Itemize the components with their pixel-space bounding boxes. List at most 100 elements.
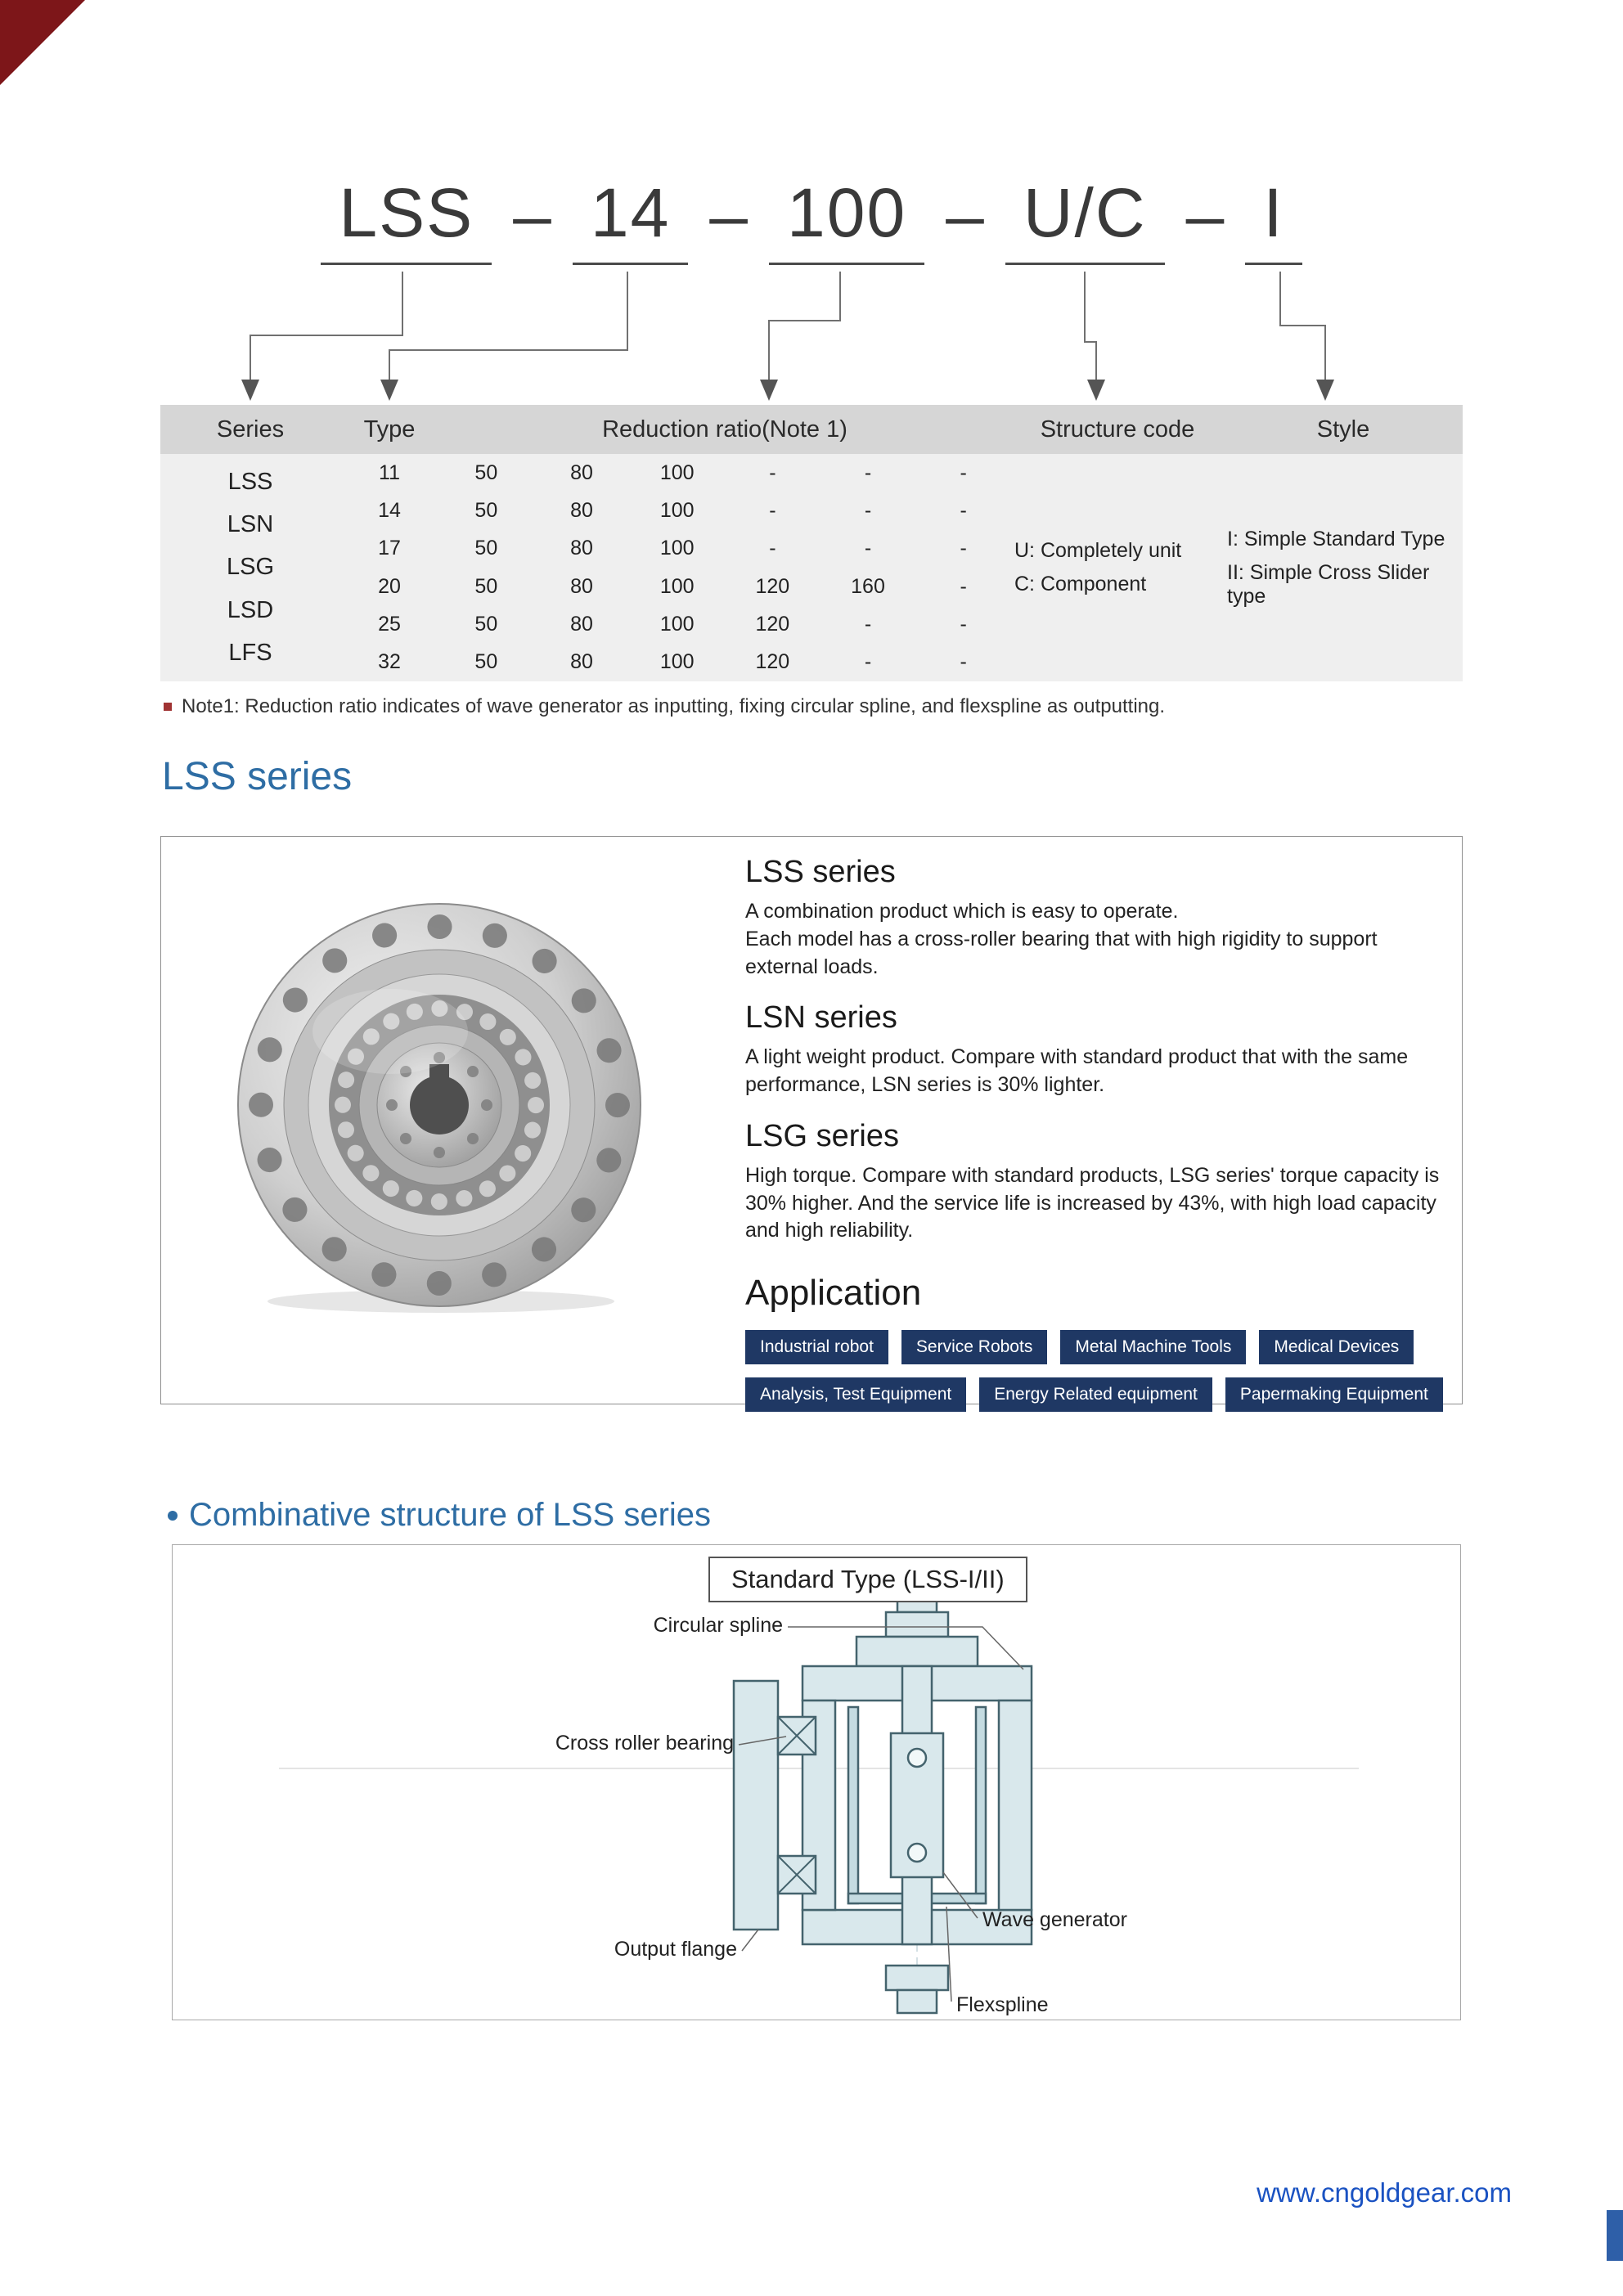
table-row: 25 50 80 100 120 - - bbox=[340, 605, 1011, 643]
model-separator: – bbox=[1185, 177, 1225, 254]
header-type: Type bbox=[363, 416, 416, 443]
structure-code-line: C: Component bbox=[1014, 573, 1147, 595]
application-tag: Medical Devices bbox=[1259, 1330, 1414, 1364]
ratio-cell: - bbox=[960, 650, 967, 674]
model-separator: – bbox=[946, 177, 984, 254]
ratio-cell: - bbox=[864, 461, 872, 484]
type-cell: 17 bbox=[378, 537, 401, 560]
type-cell: 25 bbox=[378, 612, 401, 636]
section-heading-combinative: Combinative structure of LSS series bbox=[168, 1497, 711, 1534]
ratio-cell: - bbox=[864, 537, 872, 560]
series-label: LSG bbox=[226, 554, 275, 581]
ratio-cell: 80 bbox=[570, 612, 593, 636]
table-row: 11 50 80 100 - - - bbox=[340, 454, 1011, 492]
structure-code-line: U: Completely unit bbox=[1014, 539, 1182, 562]
leader-output-flange bbox=[741, 1929, 759, 1952]
series-overview-box: LSS series A combination product which i… bbox=[160, 836, 1463, 1412]
model-separator: – bbox=[709, 177, 749, 254]
application-tag: Analysis, Test Equipment bbox=[745, 1377, 967, 1412]
model-code-title: LSS – 14 – 100 – U/C – I bbox=[0, 173, 1623, 265]
lsg-series-title: LSG series bbox=[745, 1118, 899, 1153]
ratio-cell: 80 bbox=[570, 498, 593, 522]
combinative-heading-text: Combinative structure of LSS series bbox=[189, 1497, 712, 1533]
lsg-series-text: High torque. Compare with standard produ… bbox=[745, 1163, 1440, 1242]
table-row: 14 50 80 100 - - - bbox=[340, 492, 1011, 529]
ratio-cell: 80 bbox=[570, 574, 593, 598]
type-cell: 11 bbox=[379, 461, 400, 484]
table-row: 32 50 80 100 120 - - bbox=[340, 644, 1011, 681]
leader-flexspline bbox=[946, 1906, 952, 2002]
application-tag: Papermaking Equipment bbox=[1225, 1377, 1443, 1412]
application-tag: Service Robots bbox=[901, 1330, 1048, 1364]
model-reference-table: Series Type Reduction ratio(Note 1) Stru… bbox=[160, 405, 1463, 681]
model-segment-type: 14 bbox=[572, 173, 689, 265]
ratio-cell: 80 bbox=[570, 461, 593, 484]
table-row: 17 50 80 100 - - - bbox=[340, 530, 1011, 568]
table-header-row: Series Type Reduction ratio(Note 1) Stru… bbox=[160, 405, 1463, 454]
label-output-flange: Output flange bbox=[614, 1938, 737, 1961]
note-bullet-icon bbox=[164, 703, 172, 711]
section-heading-lss-series: LSS series bbox=[162, 755, 353, 798]
model-segment-series: LSS bbox=[321, 173, 492, 265]
ratio-cell: 50 bbox=[474, 650, 498, 674]
style-cell: I: Simple Standard Type II: Simple Cross… bbox=[1224, 454, 1463, 681]
lss-series-text: A combination product which is easy to o… bbox=[745, 900, 1378, 978]
application-title: Application bbox=[745, 1273, 922, 1313]
application-tag: Industrial robot bbox=[745, 1330, 888, 1364]
lsn-series-title: LSN series bbox=[745, 1000, 897, 1036]
ratio-cell: 100 bbox=[659, 461, 695, 484]
ratio-cell: 50 bbox=[474, 537, 498, 560]
series-column: LSS LSN LSG LSD LFS bbox=[160, 454, 340, 681]
diagram-title: Standard Type (LSS-I/II) bbox=[708, 1557, 1027, 1602]
table-body: LSS LSN LSG LSD LFS 11 50 80 100 - - - 1… bbox=[160, 454, 1463, 681]
arrow-ratio-icon bbox=[760, 380, 778, 401]
ratio-cell: - bbox=[864, 650, 872, 674]
series-label: LSS bbox=[227, 468, 273, 495]
application-tag: Metal Machine Tools bbox=[1060, 1330, 1247, 1364]
application-tags-row-2: Analysis, Test Equipment Energy Related … bbox=[745, 1377, 1454, 1412]
label-flexspline: Flexspline bbox=[956, 1993, 1049, 2016]
header-reduction-ratio: Reduction ratio(Note 1) bbox=[602, 416, 847, 443]
ratio-cell: 100 bbox=[659, 498, 695, 522]
ratio-cell: - bbox=[769, 498, 776, 522]
ratio-cell: 80 bbox=[570, 537, 593, 560]
ratio-cell: 100 bbox=[659, 537, 695, 560]
ratio-cell: 80 bbox=[570, 650, 593, 674]
label-circular-spline: Circular spline bbox=[654, 1614, 783, 1637]
structure-code-cell: U: Completely unit C: Component bbox=[1011, 454, 1224, 681]
corner-decoration bbox=[0, 0, 85, 85]
type-cell: 14 bbox=[378, 498, 401, 522]
ratio-cell: 50 bbox=[474, 461, 498, 484]
leader-cross-roller-bearing bbox=[738, 1736, 787, 1746]
connector-arrows bbox=[241, 272, 1334, 401]
ratio-cell: - bbox=[960, 498, 967, 522]
series-descriptions: LSS series A combination product which i… bbox=[745, 848, 1454, 1425]
ratio-cell: - bbox=[960, 537, 967, 560]
ratio-cell: - bbox=[960, 461, 967, 484]
note-text: Note1: Reduction ratio indicates of wave… bbox=[182, 695, 1166, 717]
ratio-cell: - bbox=[864, 498, 872, 522]
table-row: 20 50 80 100 120 160 - bbox=[340, 568, 1011, 605]
leader-circular-spline bbox=[788, 1626, 1024, 1670]
website-link[interactable]: www.cngoldgear.com bbox=[1257, 2177, 1512, 2208]
model-segment-style: I bbox=[1245, 173, 1302, 265]
ratio-cell: 100 bbox=[659, 650, 695, 674]
application-tag: Energy Related equipment bbox=[979, 1377, 1212, 1412]
leader-wave-generator bbox=[942, 1871, 978, 1919]
label-wave-generator: Wave generator bbox=[982, 1908, 1127, 1931]
model-segment-ratio: 100 bbox=[769, 173, 925, 265]
structure-diagram-box: Standard Type (LSS-I/II) bbox=[172, 1544, 1461, 2020]
header-series: Series bbox=[216, 416, 285, 443]
ratio-cell: 50 bbox=[474, 574, 498, 598]
page-edge-decoration bbox=[1607, 2210, 1623, 2261]
lss-series-title: LSS series bbox=[745, 855, 896, 889]
style-line: I: Simple Standard Type bbox=[1227, 527, 1445, 550]
header-structure-code: Structure code bbox=[1040, 416, 1195, 443]
ratio-cell: 160 bbox=[851, 574, 885, 598]
ratio-cell: 120 bbox=[755, 574, 790, 598]
label-cross-roller-bearing: Cross roller bearing bbox=[555, 1732, 734, 1755]
table-note: Note1: Reduction ratio indicates of wave… bbox=[164, 695, 1165, 718]
ratio-cell: 50 bbox=[474, 612, 498, 636]
ratio-cell: 120 bbox=[755, 612, 790, 636]
ratio-cell: - bbox=[769, 537, 776, 560]
